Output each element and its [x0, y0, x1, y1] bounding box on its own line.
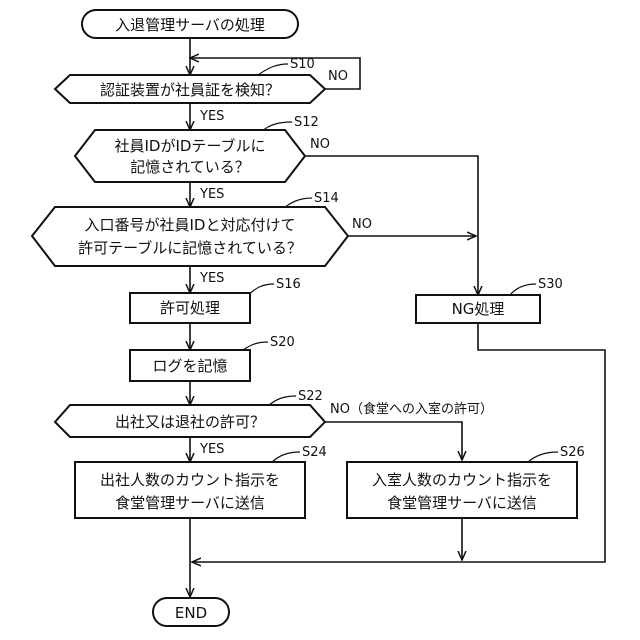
- step-id-s22: S22: [298, 389, 323, 404]
- step-id-s16: S16: [276, 277, 301, 292]
- step-id-s14: S14: [314, 191, 339, 206]
- leader-s30: [510, 284, 536, 295]
- process-s24-text-1: 出社人数のカウント指示を: [100, 471, 280, 489]
- step-id-s12: S12: [294, 115, 319, 130]
- step-id-s30: S30: [538, 277, 563, 292]
- decision-s14-text-1: 入口番号が社員IDと対応付けて: [85, 216, 296, 234]
- start-label: 入退管理サーバの処理: [115, 16, 265, 34]
- decision-s22-text: 出社又は退社の許可？: [115, 413, 265, 431]
- process-s20: ログを記憶 S20: [130, 335, 295, 381]
- step-id-s24: S24: [302, 445, 327, 460]
- decision-s14-text-2: 許可テーブルに記憶されている？: [78, 239, 302, 257]
- step-id-s26: S26: [560, 445, 585, 460]
- end-label: END: [175, 604, 207, 622]
- end-terminal: END: [153, 598, 229, 626]
- decision-s12-text-1: 社員IDがIDテーブルに: [114, 137, 265, 155]
- step-id-s20: S20: [270, 335, 295, 350]
- process-s26: 入室人数のカウント指示を 食堂管理サーバに送信 S26: [347, 445, 585, 518]
- leader-s10: [258, 64, 288, 75]
- decision-s10-text: 認証装置が社員証を検知？: [100, 81, 280, 99]
- decision-s12: 社員IDがIDテーブルに 記憶されている？ S12: [75, 115, 319, 182]
- process-s20-text: ログを記憶: [152, 357, 227, 375]
- decision-s12-text-2: 記憶されている？: [130, 158, 250, 176]
- arrow-s22-no-to-s26: [325, 422, 462, 460]
- leader-s16: [248, 284, 274, 295]
- process-s24-text-2: 食堂管理サーバに送信: [115, 494, 265, 512]
- leader-s26: [528, 452, 558, 462]
- label-s10-yes: YES: [199, 109, 224, 124]
- label-s14-yes: YES: [199, 271, 224, 286]
- label-s12-no: NO: [310, 137, 330, 152]
- process-s30-text: NG処理: [452, 300, 505, 318]
- label-s22-yes: YES: [199, 442, 224, 457]
- process-s30: NG処理 S30: [416, 277, 563, 323]
- process-s26-text-2: 食堂管理サーバに送信: [387, 494, 537, 512]
- label-s14-no: NO: [352, 217, 372, 232]
- process-s26-text-1: 入室人数のカウント指示を: [372, 471, 552, 489]
- label-s10-no: NO: [328, 69, 348, 84]
- arrow-s30-to-join: [192, 323, 605, 562]
- start-terminal: 入退管理サーバの処理: [82, 10, 298, 38]
- leader-s24: [272, 452, 300, 462]
- label-s22-no: NO（食堂への入室の許可）: [330, 401, 493, 417]
- step-id-s10: S10: [290, 57, 315, 72]
- label-s12-yes: YES: [199, 187, 224, 202]
- process-s16-text: 許可処理: [160, 299, 220, 317]
